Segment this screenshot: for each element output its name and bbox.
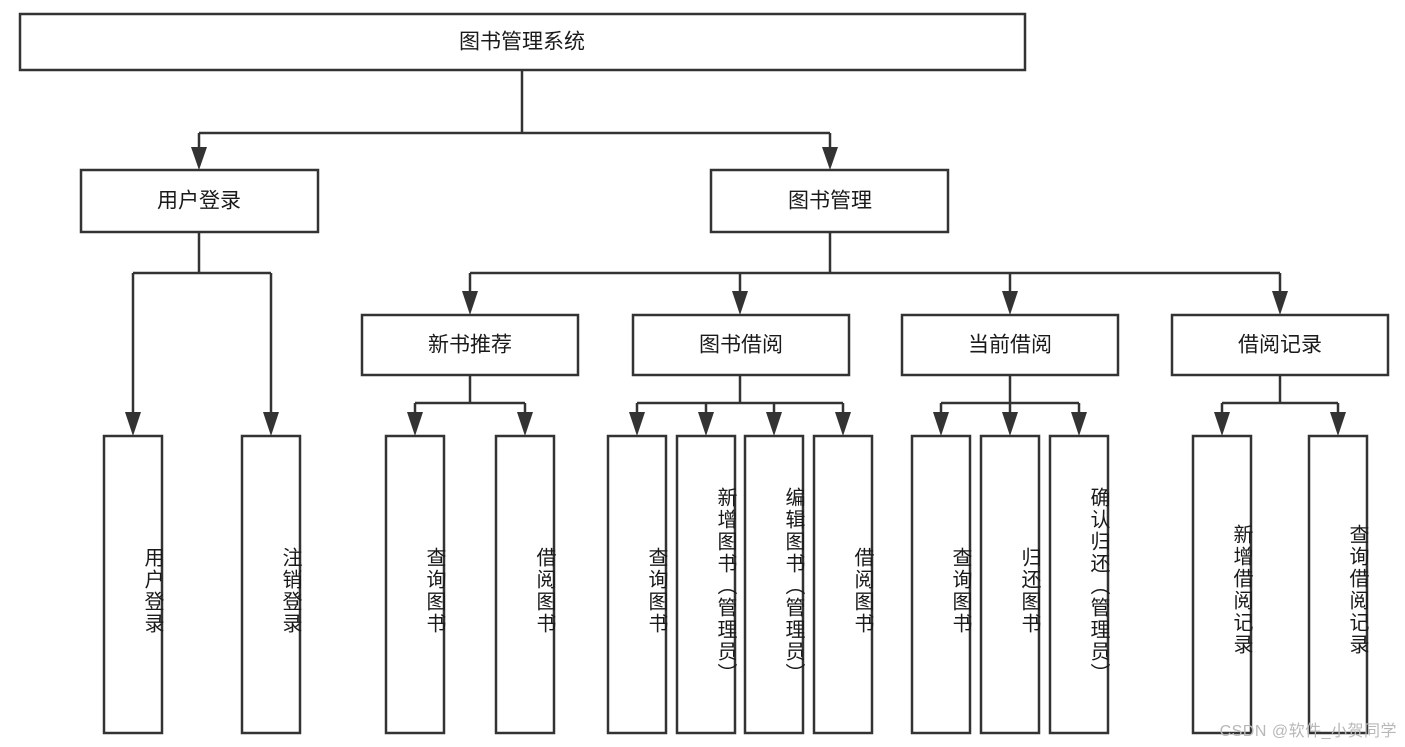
- arrow-head-leaf-query-book-1: [407, 412, 423, 436]
- arrow-head-leaf-user-login: [125, 412, 141, 436]
- node-leaf-return-book-box[interactable]: [979, 434, 1041, 735]
- connector-user-login-trunk: [131, 232, 273, 420]
- node-leaf-query-borrow-record-box[interactable]: [1307, 434, 1369, 735]
- node-borrow-record-label: 借阅记录: [1238, 334, 1322, 357]
- node-root-label: 图书管理系统: [459, 31, 585, 54]
- connector-book-management-trunk: [468, 232, 1282, 298]
- node-root-box[interactable]: [18, 12, 1027, 72]
- connector-book-borrow-trunk: [635, 375, 845, 420]
- node-book-borrow-box[interactable]: [631, 313, 851, 377]
- connector-borrow-record-trunk: [1220, 375, 1340, 420]
- arrow-head-new-book-recommend: [462, 291, 478, 315]
- node-leaf-borrow-book-1-box[interactable]: [494, 434, 556, 735]
- node-current-borrow-label: 当前借阅: [968, 334, 1052, 357]
- arrow-head-current-borrow: [1002, 291, 1018, 315]
- node-book-borrow-label: 图书借阅: [699, 334, 783, 357]
- csdn-watermark: CSDN @软件_小贺同学: [1219, 723, 1397, 740]
- node-leaf-query-book-3-box[interactable]: [910, 434, 972, 735]
- arrow-head-user-login: [191, 147, 207, 170]
- arrow-head-leaf-confirm-return: [1071, 412, 1087, 436]
- node-box-group: 图书管理系统 用户登录 图书管理 新书推荐 图书借阅 当前借阅 借阅记录: [18, 12, 1390, 735]
- node-leaf-add-borrow-record-box[interactable]: [1191, 434, 1253, 735]
- node-user-login-box[interactable]: [79, 168, 320, 234]
- connector-root-trunk: [197, 70, 832, 155]
- arrow-head-book-management: [822, 147, 838, 170]
- node-book-management-box[interactable]: [709, 168, 950, 234]
- connector-group: [125, 70, 1346, 436]
- arrow-head-leaf-borrow-book-1: [517, 412, 533, 436]
- node-leaf-query-book-2-box[interactable]: [606, 434, 668, 735]
- node-leaf-logout-login-box[interactable]: [240, 434, 302, 735]
- arrow-head-leaf-query-book-2: [629, 412, 645, 436]
- arrow-head-borrow-record: [1272, 291, 1288, 315]
- arrow-head-leaf-logout-login: [263, 412, 279, 436]
- arrow-head-leaf-return-book: [1002, 412, 1018, 436]
- node-leaf-user-login-box[interactable]: [102, 434, 164, 735]
- node-leaf-borrow-book-2-box[interactable]: [812, 434, 874, 735]
- arrow-head-leaf-query-borrow-record: [1330, 412, 1346, 436]
- node-current-borrow-box[interactable]: [900, 313, 1120, 377]
- connector-current-borrow-trunk: [939, 375, 1081, 420]
- node-leaf-edit-book-box[interactable]: [743, 434, 805, 735]
- node-new-book-recommend-label: 新书推荐: [428, 334, 512, 357]
- arrow-head-leaf-edit-book: [766, 412, 782, 436]
- arrow-head-leaf-query-book-3: [933, 412, 949, 436]
- arrow-head-leaf-add-borrow-record: [1214, 412, 1230, 436]
- node-book-management-label: 图书管理: [788, 190, 872, 213]
- node-user-login-label: 用户登录: [157, 190, 241, 213]
- arrow-head-book-borrow: [732, 291, 748, 315]
- node-leaf-confirm-return-box[interactable]: [1048, 434, 1110, 735]
- node-leaf-add-book-box[interactable]: [675, 434, 737, 735]
- node-leaf-query-book-1-box[interactable]: [384, 434, 446, 735]
- connector-new-book-recommend-trunk: [413, 375, 527, 420]
- arrow-head-leaf-borrow-book-2: [835, 412, 851, 436]
- node-borrow-record-box[interactable]: [1170, 313, 1390, 377]
- arrow-head-leaf-add-book: [698, 412, 714, 436]
- node-new-book-recommend-box[interactable]: [360, 313, 580, 377]
